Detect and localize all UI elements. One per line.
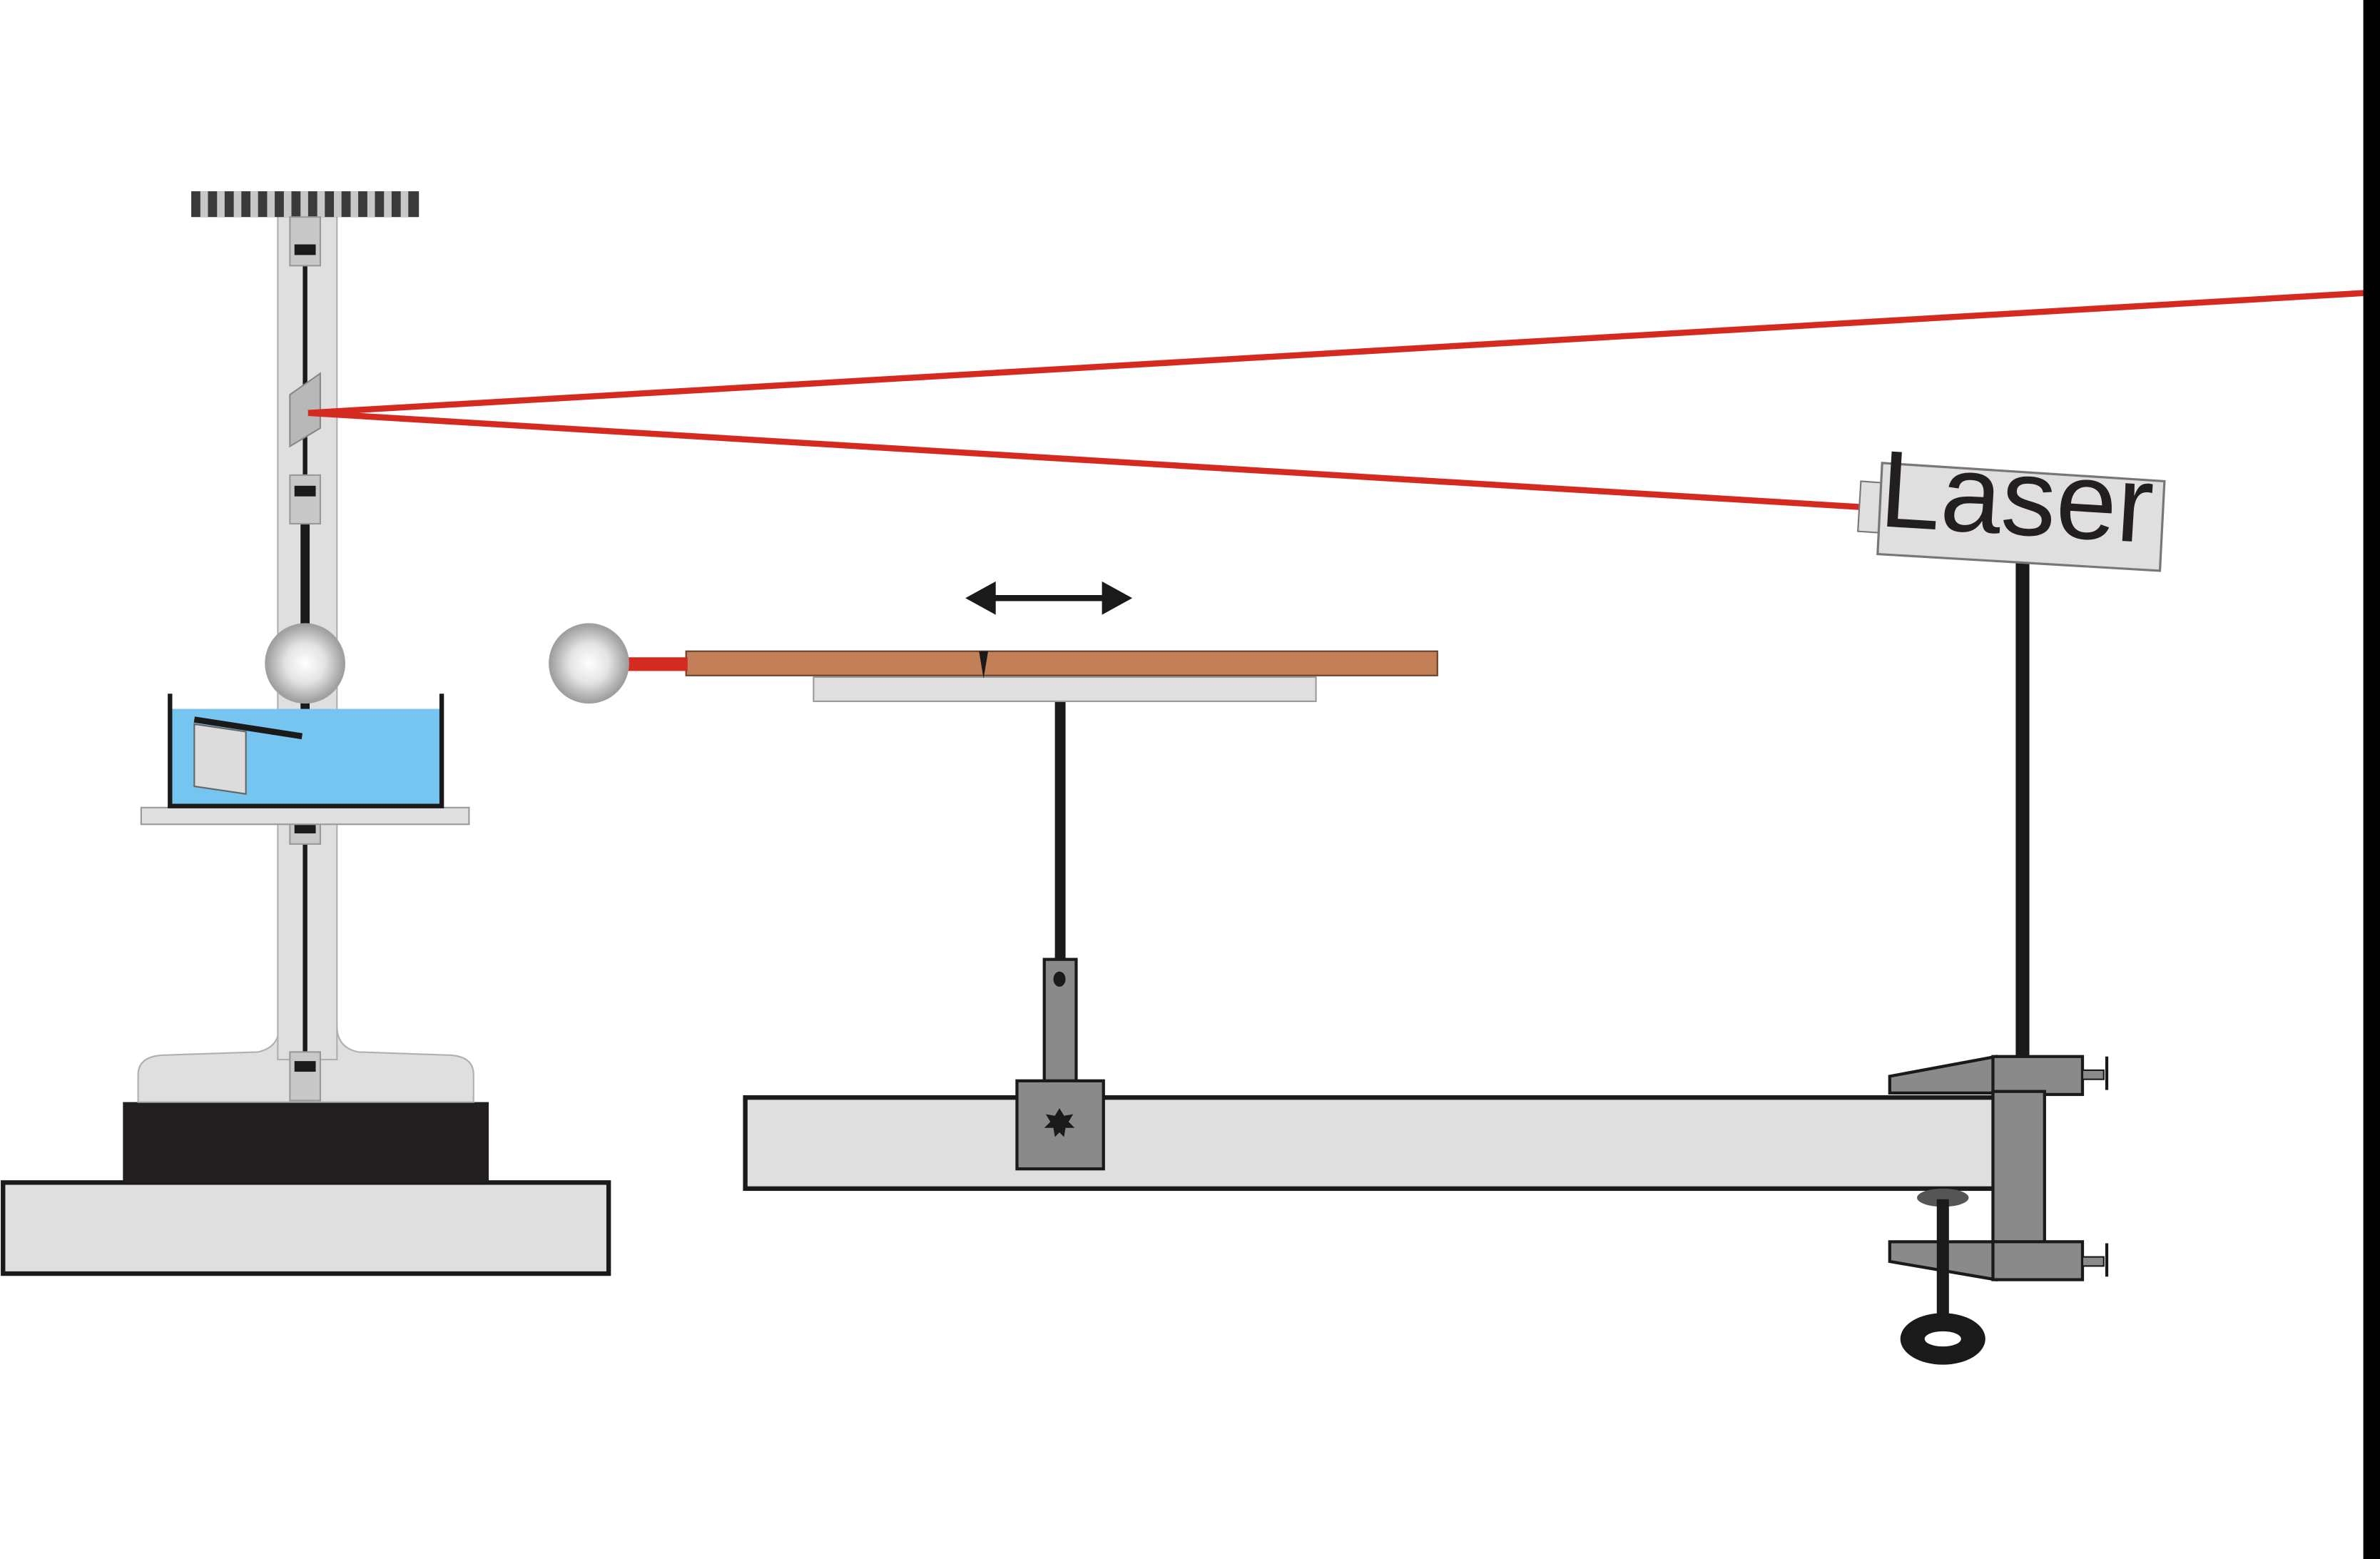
screen-edge — [2363, 0, 2380, 1559]
torsion-head-knurl-icon — [191, 191, 419, 218]
mirror — [289, 372, 321, 448]
incident-beam — [307, 410, 1861, 510]
clamp-screw-top — [2081, 1069, 2105, 1080]
bar-support-plate — [813, 676, 1317, 702]
rotating-bar — [685, 650, 1438, 676]
water-tank — [168, 694, 444, 808]
clamp-bottom-arm — [1991, 1240, 2085, 1281]
bench-rail — [743, 1095, 2002, 1192]
rod-holder-screw — [1053, 971, 1066, 987]
clamp-pad — [1917, 1188, 1969, 1207]
stand-base-slab — [1, 1180, 611, 1276]
sphere-connector — [626, 657, 688, 671]
large-sphere-assembly — [549, 581, 2002, 1192]
laser-support-rod — [2015, 562, 2030, 1060]
pivot-pointer — [979, 651, 989, 679]
reflected-beam — [307, 290, 2365, 416]
bar-support-rod — [1054, 701, 1066, 963]
vane-arm — [193, 716, 303, 740]
laser-label: Laser — [1877, 427, 2157, 566]
clamp-screw-shaft — [1936, 1199, 1949, 1321]
wire-clamp-mid — [289, 474, 321, 525]
torsion-balance-stand — [1, 191, 611, 1276]
wire-clamp-top — [289, 216, 321, 267]
small-sphere — [265, 623, 346, 704]
clamp-frame — [1991, 1090, 2046, 1245]
stand-black-block — [123, 1102, 489, 1183]
wire-clamp-bottom — [289, 1051, 321, 1102]
clamp-top-arm — [1991, 1055, 2085, 1097]
c-clamp — [1888, 1055, 2109, 1365]
laser-assembly: Laser — [1856, 427, 2166, 1365]
double-arrow-icon — [965, 581, 1133, 615]
laser-beams — [307, 290, 2365, 510]
tank-shelf — [140, 806, 470, 826]
large-sphere — [549, 623, 629, 704]
clamp-screw-bottom — [2081, 1256, 2105, 1267]
clamp-top-jaw — [1888, 1055, 1998, 1095]
damping-vane — [193, 723, 247, 795]
knob-icon — [1044, 1108, 1075, 1137]
laser-housing — [1876, 462, 2166, 572]
